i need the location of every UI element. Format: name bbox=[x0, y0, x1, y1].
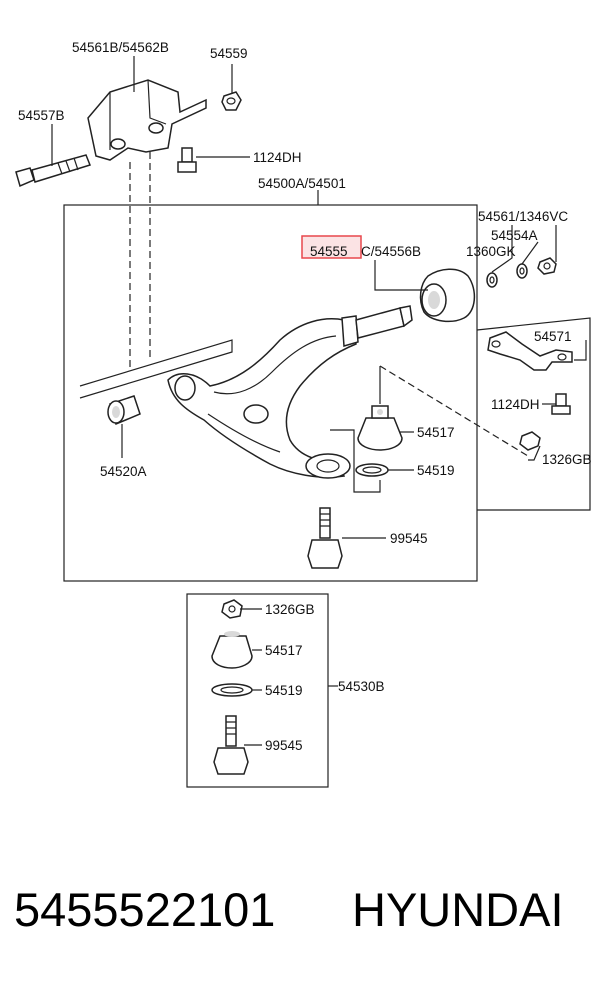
washer-1360gk bbox=[486, 272, 498, 288]
label-54519-kit: 54519 bbox=[265, 683, 303, 698]
nut-1326gb-kit bbox=[221, 599, 243, 619]
label-54517-main: 54517 bbox=[417, 425, 455, 440]
label-54571: 54571 bbox=[534, 329, 572, 344]
main-assembly-frame bbox=[63, 204, 478, 582]
washer-54554a bbox=[516, 263, 528, 279]
bracket-54571 bbox=[487, 331, 573, 371]
label-54561b: 54561B/54562B bbox=[72, 40, 169, 55]
snap-ring-54519-kit bbox=[211, 683, 253, 697]
label-54555: 54555 bbox=[310, 244, 348, 259]
snap-ring-54519-main bbox=[355, 463, 389, 477]
ball-joint-99545-kit bbox=[213, 715, 249, 775]
label-54520a: 54520A bbox=[100, 464, 147, 479]
label-54559: 54559 bbox=[210, 46, 248, 61]
arm-spindle bbox=[355, 305, 413, 339]
label-54561: 54561/1346VC bbox=[478, 209, 568, 224]
label-54530b: 54530B bbox=[338, 679, 385, 694]
label-54500a: 54500A/54501 bbox=[258, 176, 346, 191]
label-1326gb-kit: 1326GB bbox=[265, 602, 315, 617]
lower-control-arm bbox=[167, 315, 359, 479]
highlight-box bbox=[301, 235, 362, 259]
label-1360gk: 1360GK bbox=[466, 244, 516, 259]
bolt-1124dh-right bbox=[551, 393, 571, 415]
bushing-54555c bbox=[419, 268, 476, 323]
label-54557b: 54557B bbox=[18, 108, 65, 123]
label-99545-kit: 99545 bbox=[265, 738, 303, 753]
ball-joint-kit-frame bbox=[186, 593, 329, 788]
bolt-1124dh-top bbox=[177, 147, 197, 173]
part-number: 5455522101 bbox=[14, 883, 275, 936]
nut-54561 bbox=[537, 257, 557, 275]
bolt-54557b bbox=[15, 154, 91, 188]
label-54517-kit: 54517 bbox=[265, 643, 303, 658]
stabilizer-bracket-frame bbox=[476, 317, 591, 511]
dust-boot-54517-main bbox=[357, 405, 403, 451]
brand-name: HYUNDAI bbox=[352, 883, 564, 936]
bracket-54561b bbox=[87, 79, 207, 161]
nut-1326gb-right bbox=[519, 431, 541, 451]
label-1326gb-right: 1326GB bbox=[542, 452, 592, 467]
label-54556b: C/54556B bbox=[361, 244, 421, 259]
label-54519-main: 54519 bbox=[417, 463, 455, 478]
bushing-54520a bbox=[107, 395, 141, 426]
label-54554a: 54554A bbox=[491, 228, 538, 243]
nut-54559 bbox=[221, 91, 242, 111]
label-99545-main: 99545 bbox=[390, 531, 428, 546]
dust-boot-54517-kit bbox=[211, 631, 253, 669]
ball-joint-99545-main bbox=[307, 507, 343, 569]
label-1124dh-right: 1124DH bbox=[491, 397, 540, 412]
label-1124dh-top: 1124DH bbox=[253, 150, 302, 165]
